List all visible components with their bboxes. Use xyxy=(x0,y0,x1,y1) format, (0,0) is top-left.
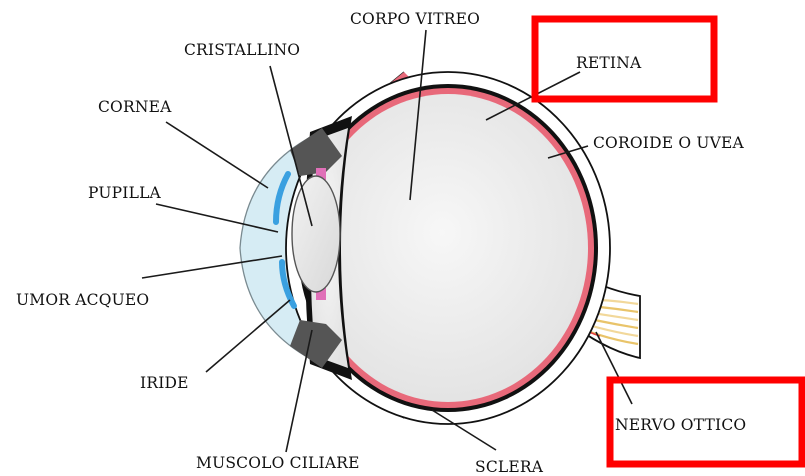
lens xyxy=(292,176,340,292)
label-nervo-ottico: NERVO OTTICO xyxy=(615,416,746,434)
label-coroide: COROIDE O UVEA xyxy=(593,134,745,152)
leader-cornea xyxy=(166,122,268,188)
label-retina: RETINA xyxy=(576,54,642,72)
label-cristallino: CRISTALLINO xyxy=(184,41,300,59)
label-iride: IRIDE xyxy=(140,374,189,392)
label-sclera: SCLERA xyxy=(475,458,544,476)
vitreous-body xyxy=(308,94,588,402)
label-muscolo-ciliare: MUSCOLO CILIARE xyxy=(196,454,360,472)
label-corpo-vitreo: CORPO VITREO xyxy=(350,10,480,28)
label-umor-acqueo: UMOR ACQUEO xyxy=(16,291,149,309)
label-pupilla: PUPILLA xyxy=(88,184,162,202)
label-cornea: CORNEA xyxy=(98,98,172,116)
leader-iride xyxy=(206,300,290,372)
